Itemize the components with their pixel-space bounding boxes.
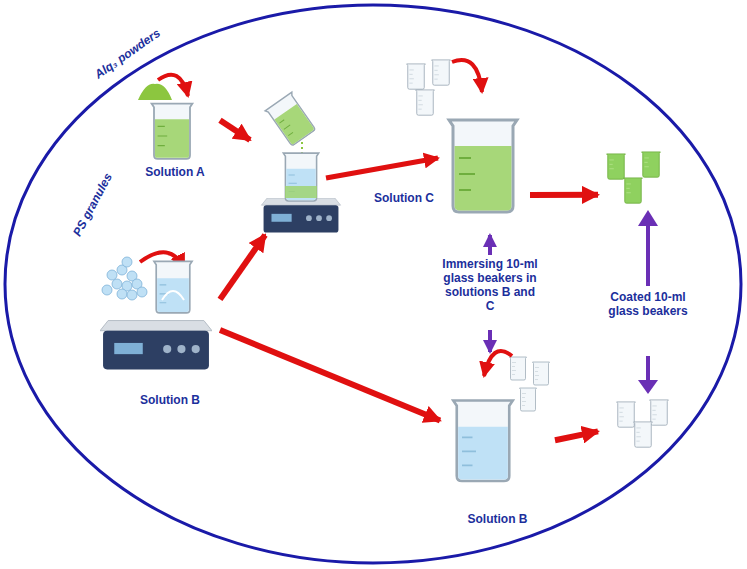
step-label: Coated 10-ml glass beakers [608,290,688,318]
process-step: Solution C [250,60,530,235]
flow-arrow [220,330,440,420]
material-label: Alq₃ powders [92,26,163,81]
process-step: Coated 10-ml glass beakers [598,140,703,450]
flow-arrow [220,235,265,299]
step-label: Solution A [130,165,220,179]
process-step: Solution B [90,245,220,415]
step-label: Solution C [374,191,444,205]
step-label: Solution B [440,512,555,526]
step-label: Solution B [120,393,220,407]
flow-arrow [220,120,250,140]
process-step: Solution B [440,352,555,532]
material-label: PS granules [70,171,115,239]
process-step: Solution A [130,95,220,185]
step-arrow [488,330,492,352]
step-arrow [488,235,492,255]
flow-arrow [530,192,598,198]
step-label: Immersing 10-ml glass beakers in solutio… [440,257,540,313]
process-step: Immersing 10-ml glass beakers in solutio… [440,255,540,330]
flow-arrow [555,431,598,440]
